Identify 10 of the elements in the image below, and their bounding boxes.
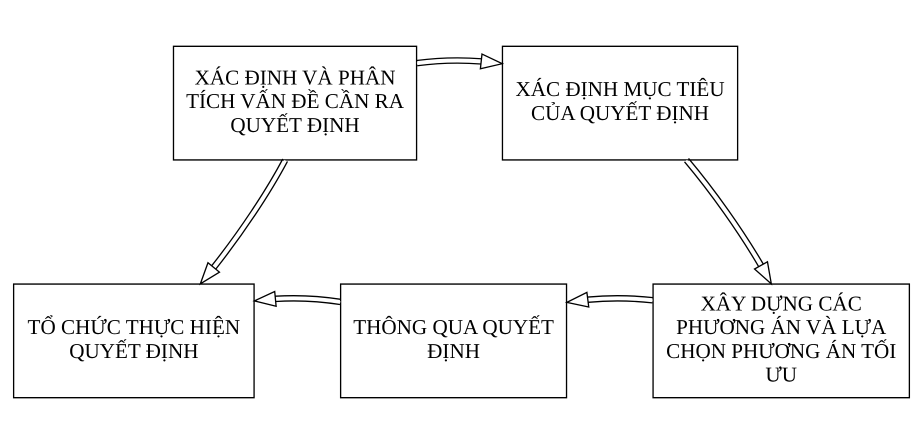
node-box: THÔNG QUA QUYẾT ĐỊNH — [340, 282, 568, 398]
node-box: XÂY DỰNG CÁC PHƯƠNG ÁN VÀ LỰA CHỌN PHƯƠNG ÁN TỐI ƯU — [652, 282, 910, 398]
arrow — [199, 158, 288, 285]
arrow — [416, 52, 504, 70]
arrow — [252, 290, 341, 307]
arrow — [564, 290, 654, 308]
arrow — [684, 158, 772, 286]
node-box: XÁC ĐỊNH VÀ PHÂN TÍCH VẤN ĐỀ CẦN RA QUYẾT ĐỊNH — [172, 45, 418, 160]
node-box: XÁC ĐỊNH MỤC TIÊU CỦA QUYẾT ĐỊNH — [502, 45, 738, 160]
node-box: TỔ CHỨC THỰC HIỆN QUYẾT ĐỊNH — [12, 282, 255, 398]
